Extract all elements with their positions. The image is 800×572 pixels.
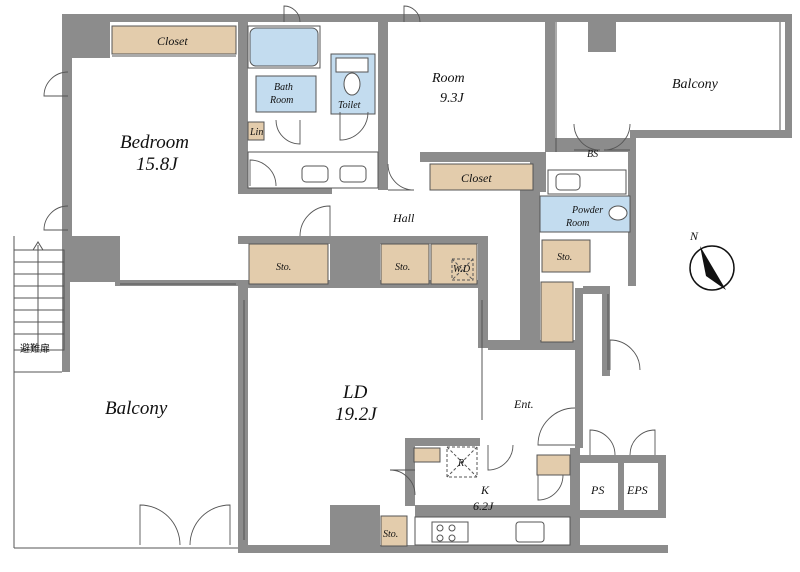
label-bath-line2: Room: [269, 95, 293, 106]
label-refrigerator: R: [457, 458, 464, 469]
label-storage-3: Sto.: [557, 252, 572, 263]
label-evacuation-door: 避難扉: [20, 342, 50, 355]
label-kitchen-line2: 6.2J: [473, 499, 494, 513]
label-ps: PS: [590, 483, 604, 497]
label-storage-2: Sto.: [395, 262, 410, 273]
label-powder-line2: Room: [565, 218, 589, 229]
label-kitchen-line1: K: [480, 483, 490, 497]
wet-areas: [247, 25, 631, 233]
room-labels: Closet Bath Room Toilet Room 9.3J Balcon…: [20, 34, 719, 540]
kitchen-storage-small: [413, 447, 441, 463]
stairs-icon: [13, 241, 65, 351]
storage-2: [380, 243, 430, 285]
label-bs: BS: [587, 149, 598, 160]
label-bedroom-line2: 15.8J: [136, 154, 179, 175]
entry-storage: [536, 454, 571, 476]
label-storage-1: Sto.: [276, 262, 291, 273]
label-bath-line1: Bath: [274, 82, 293, 93]
closet-top: [111, 25, 237, 55]
window-lines: [13, 22, 781, 549]
label-ld-line2: 19.2J: [335, 404, 378, 425]
label-closet-top: Closet: [157, 34, 188, 48]
label-entrance: Ent.: [513, 397, 534, 411]
kitchen-fixtures: [414, 258, 571, 546]
label-room-line2: 9.3J: [440, 91, 465, 106]
closet-middle: [429, 163, 534, 191]
north-arrow-icon: N: [689, 229, 735, 291]
label-eps: EPS: [626, 483, 648, 497]
label-linen: Lin: [249, 127, 263, 138]
storage-3: [541, 239, 591, 273]
walls: [62, 14, 792, 553]
label-powder-line1: Powder: [571, 205, 603, 216]
shoe-closet: [540, 281, 574, 343]
label-ld-line1: LD: [342, 382, 368, 403]
label-washer-dryer: W.D: [453, 264, 471, 275]
label-toilet: Toilet: [338, 100, 361, 111]
label-room-line1: Room: [431, 71, 465, 86]
bath-room: [255, 75, 317, 113]
storage-4: [380, 515, 408, 547]
label-bedroom-line1: Bedroom: [120, 132, 189, 153]
door-swings: [43, 5, 656, 546]
label-hall: Hall: [392, 211, 415, 225]
linen-closet: [247, 121, 265, 141]
label-balcony-bottom: Balcony: [105, 398, 168, 419]
label-balcony-top: Balcony: [672, 77, 719, 92]
label-storage-4: Sto.: [383, 529, 398, 540]
label-closet-middle: Closet: [461, 171, 492, 185]
compass-label: N: [689, 229, 699, 243]
storage-1: [248, 243, 329, 285]
